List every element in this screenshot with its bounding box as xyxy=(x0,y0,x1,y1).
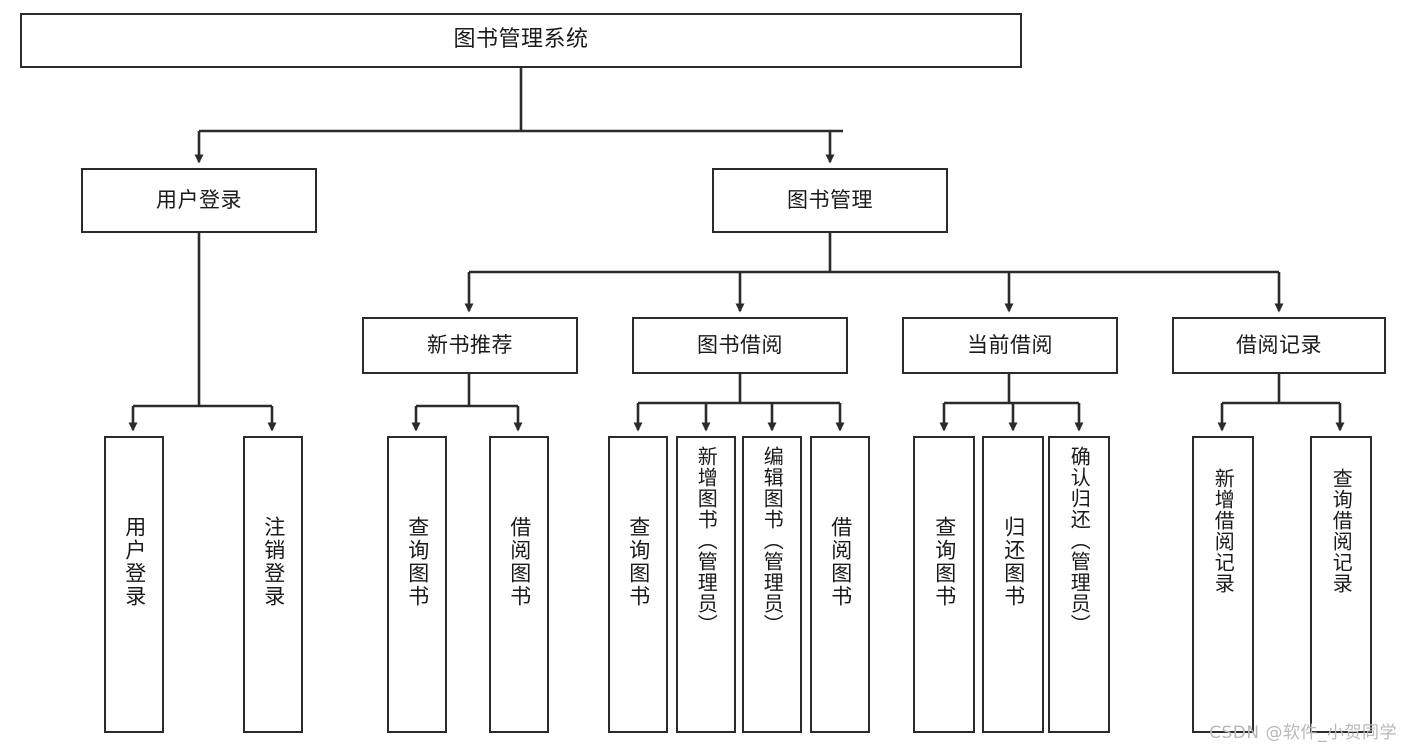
leaf-book-borrow-query[interactable]: 查询图书 xyxy=(608,436,668,733)
leaf-book-borrow-add[interactable]: 新增图书（管理员） xyxy=(676,436,736,733)
node-label: 借阅图书 xyxy=(828,516,853,608)
node-book-borrow[interactable]: 图书借阅 xyxy=(632,317,848,374)
node-label: 新增借阅记录 xyxy=(1211,468,1236,594)
node-root-system[interactable]: 图书管理系统 xyxy=(20,13,1022,68)
leaf-book-borrow-borrow[interactable]: 借阅图书 xyxy=(810,436,870,733)
node-current-borrow[interactable]: 当前借阅 xyxy=(902,317,1118,374)
node-label: 图书借阅 xyxy=(697,332,783,357)
leaf-borrow-record-query[interactable]: 查询借阅记录 xyxy=(1310,436,1372,733)
node-label: 图书管理 xyxy=(787,187,873,212)
node-label: 查询图书 xyxy=(405,516,430,608)
node-borrow-record[interactable]: 借阅记录 xyxy=(1172,317,1386,374)
node-label: 用户登录 xyxy=(122,516,147,608)
node-book-management[interactable]: 图书管理 xyxy=(712,168,948,233)
node-label: 图书管理系统 xyxy=(453,27,589,53)
leaf-user-login-login[interactable]: 用户登录 xyxy=(104,436,164,733)
node-label: 查询图书 xyxy=(626,516,651,608)
leaf-user-login-logout[interactable]: 注销登录 xyxy=(243,436,303,733)
node-user-login[interactable]: 用户登录 xyxy=(81,168,317,233)
node-label: 借阅图书 xyxy=(507,516,532,608)
node-label: 注销登录 xyxy=(261,516,286,608)
leaf-current-borrow-confirm[interactable]: 确认归还（管理员） xyxy=(1048,436,1110,733)
leaf-new-book-query[interactable]: 查询图书 xyxy=(387,436,447,733)
node-label: 编辑图书（管理员） xyxy=(760,446,785,635)
watermark-text: CSDN @软件_小贺同学 xyxy=(1209,723,1397,743)
node-label: 借阅记录 xyxy=(1236,332,1322,357)
node-label: 查询借阅记录 xyxy=(1329,468,1354,594)
leaf-new-book-borrow[interactable]: 借阅图书 xyxy=(489,436,549,733)
node-new-book-recommend[interactable]: 新书推荐 xyxy=(362,317,578,374)
node-label: 查询图书 xyxy=(932,516,957,608)
node-label: 当前借阅 xyxy=(967,332,1053,357)
leaf-borrow-record-add[interactable]: 新增借阅记录 xyxy=(1192,436,1254,733)
leaf-current-borrow-return[interactable]: 归还图书 xyxy=(982,436,1044,733)
node-label: 用户登录 xyxy=(156,187,242,212)
node-label: 新书推荐 xyxy=(427,332,513,357)
node-label: 归还图书 xyxy=(1001,516,1026,608)
node-label: 新增图书（管理员） xyxy=(694,446,719,635)
leaf-book-borrow-edit[interactable]: 编辑图书（管理员） xyxy=(742,436,802,733)
node-label: 确认归还（管理员） xyxy=(1067,446,1092,635)
leaf-current-borrow-query[interactable]: 查询图书 xyxy=(913,436,975,733)
